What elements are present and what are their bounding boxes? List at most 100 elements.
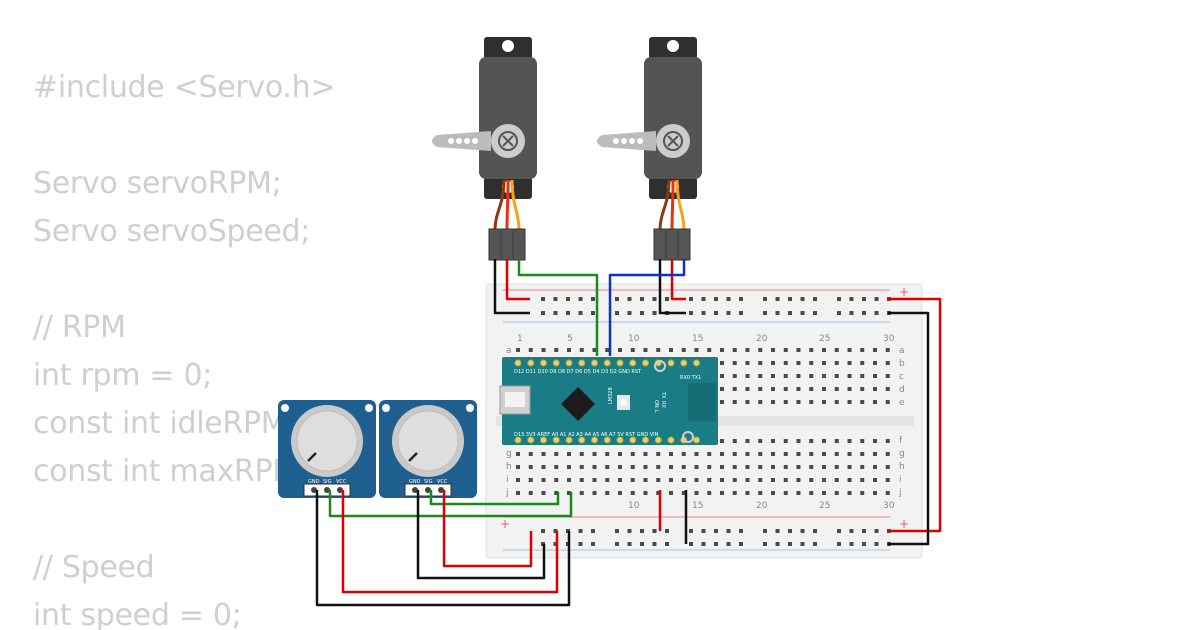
breadboard-hole[interactable] [627, 529, 632, 533]
breadboard-hole[interactable] [627, 297, 632, 301]
breadboard-hole[interactable] [800, 297, 805, 301]
breadboard-hole[interactable] [605, 348, 610, 352]
breadboard-hole[interactable] [652, 297, 657, 301]
breadboard-hole[interactable] [771, 400, 775, 404]
breadboard-hole[interactable] [834, 387, 839, 391]
breadboard-hole[interactable] [689, 542, 693, 546]
nano-pin[interactable] [552, 359, 560, 367]
breadboard-hole[interactable] [605, 465, 610, 469]
wire-servo2-gnd[interactable] [658, 259, 686, 315]
breadboard-hole[interactable] [615, 311, 619, 315]
breadboard-hole[interactable] [809, 478, 814, 482]
breadboard-hole[interactable] [567, 452, 571, 456]
breadboard-hole[interactable] [578, 311, 583, 315]
breadboard-hole[interactable] [796, 400, 801, 404]
breadboard-hole[interactable] [627, 311, 632, 315]
wire-servo1-signal[interactable] [517, 259, 599, 356]
breadboard-hole[interactable] [689, 529, 693, 533]
breadboard-hole[interactable] [707, 465, 712, 469]
breadboard-hole[interactable] [885, 491, 890, 495]
breadboard-hole[interactable] [834, 361, 839, 365]
breadboard-hole[interactable] [665, 529, 669, 533]
breadboard-hole[interactable] [714, 529, 718, 533]
nano-pin[interactable] [629, 359, 637, 367]
breadboard-hole[interactable] [732, 400, 737, 404]
breadboard-hole[interactable] [783, 348, 788, 352]
breadboard-hole[interactable] [783, 374, 788, 378]
breadboard-hole[interactable] [630, 348, 635, 352]
breadboard-hole[interactable] [553, 297, 558, 301]
breadboard-hole[interactable] [726, 529, 731, 533]
breadboard-hole[interactable] [745, 374, 750, 378]
breadboard-hole[interactable] [745, 452, 750, 456]
breadboard-hole[interactable] [720, 348, 724, 352]
breadboard-hole[interactable] [528, 348, 533, 352]
breadboard-hole[interactable] [579, 478, 584, 482]
nano-pin[interactable] [591, 359, 598, 367]
breadboard-hole[interactable] [813, 529, 817, 533]
breadboard-hole[interactable] [554, 348, 559, 352]
breadboard-hole[interactable] [771, 478, 775, 482]
wire-servo2-signal[interactable] [608, 259, 686, 356]
breadboard-hole[interactable] [720, 400, 724, 404]
breadboard-hole[interactable] [669, 452, 673, 456]
breadboard-hole[interactable] [578, 529, 583, 533]
breadboard-hole[interactable] [694, 452, 699, 456]
breadboard-hole[interactable] [745, 478, 750, 482]
breadboard-hole[interactable] [800, 542, 805, 546]
breadboard-hole[interactable] [689, 297, 693, 301]
nano-pin[interactable] [578, 359, 586, 367]
nano-pin[interactable] [603, 359, 611, 367]
wire-rail-positive[interactable] [888, 297, 942, 533]
breadboard-hole[interactable] [528, 452, 533, 456]
wire-servo1-vcc[interactable] [505, 259, 530, 301]
breadboard-hole[interactable] [783, 491, 788, 495]
breadboard-hole[interactable] [758, 348, 763, 352]
servo-1-connector[interactable] [488, 228, 526, 261]
breadboard-hole[interactable] [796, 465, 801, 469]
servo-motor-2[interactable] [597, 37, 702, 199]
nano-pin[interactable] [565, 359, 573, 367]
breadboard-hole[interactable] [809, 439, 814, 443]
breadboard-hole[interactable] [796, 439, 801, 443]
breadboard-hole[interactable] [739, 311, 743, 315]
breadboard-hole[interactable] [554, 465, 559, 469]
breadboard-hole[interactable] [553, 529, 558, 533]
breadboard-hole[interactable] [763, 311, 767, 315]
breadboard-hole[interactable] [873, 478, 877, 482]
nano-pin[interactable] [540, 359, 547, 367]
breadboard-hole[interactable] [618, 491, 622, 495]
breadboard-hole[interactable] [652, 529, 657, 533]
breadboard-hole[interactable] [862, 311, 866, 315]
breadboard-hole[interactable] [847, 452, 852, 456]
nano-pin[interactable] [693, 359, 700, 367]
breadboard-hole[interactable] [681, 348, 686, 352]
nano-pin[interactable] [680, 359, 688, 367]
breadboard-hole[interactable] [771, 387, 775, 391]
nano-pin[interactable] [540, 436, 547, 444]
breadboard-hole[interactable] [860, 374, 865, 378]
breadboard-hole[interactable] [862, 297, 866, 301]
breadboard-hole[interactable] [783, 387, 788, 391]
breadboard-hole[interactable] [652, 311, 657, 315]
nano-pin[interactable] [514, 359, 522, 367]
breadboard-hole[interactable] [796, 361, 801, 365]
breadboard-hole[interactable] [579, 452, 584, 456]
nano-pin[interactable] [527, 359, 535, 367]
breadboard-hole[interactable] [554, 452, 559, 456]
breadboard-hole[interactable] [775, 529, 780, 533]
breadboard-hole[interactable] [630, 452, 635, 456]
breadboard-hole[interactable] [763, 542, 767, 546]
breadboard-hole[interactable] [822, 387, 826, 391]
pot-knob[interactable] [296, 410, 358, 472]
breadboard-hole[interactable] [566, 297, 570, 301]
breadboard-hole[interactable] [874, 311, 879, 315]
breadboard-hole[interactable] [714, 311, 718, 315]
arduino-nano[interactable]: D12 D11 D10 D9 D8 D7 D6 D5 D4 D3 D2 GND … [499, 357, 718, 445]
nano-pin[interactable] [552, 436, 560, 444]
breadboard-hole[interactable] [669, 478, 673, 482]
breadboard-hole[interactable] [822, 348, 826, 352]
breadboard-hole[interactable] [873, 491, 877, 495]
breadboard-hole[interactable] [720, 465, 724, 469]
breadboard-hole[interactable] [739, 529, 743, 533]
